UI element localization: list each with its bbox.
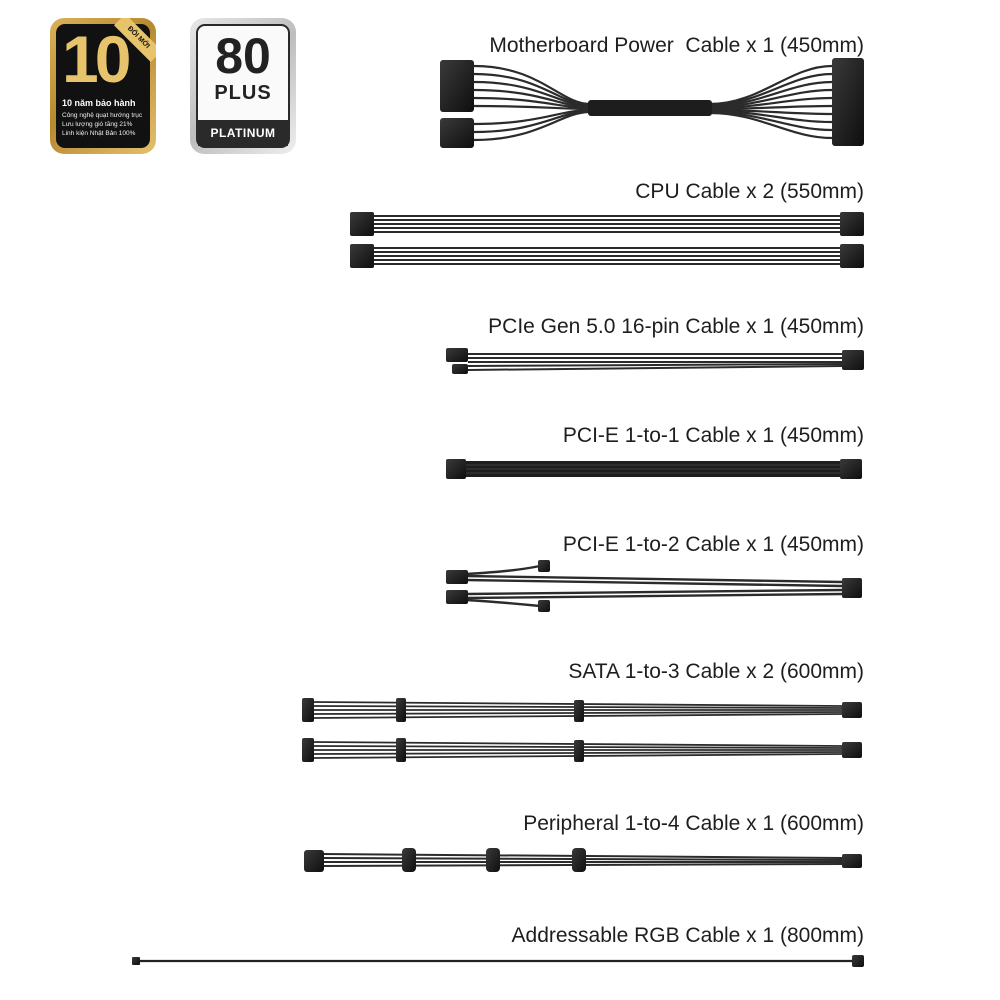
cable-label-motherboard: Motherboard Power Cable x 1 (450mm) bbox=[489, 34, 864, 57]
pcie-1to2-cable-image bbox=[446, 560, 862, 612]
warranty-line-3: Linh kiện Nhật Bản 100% bbox=[62, 130, 136, 137]
motherboard-cable-image bbox=[473, 64, 833, 142]
motherboard-connector-right bbox=[832, 58, 864, 146]
80-plus-platinum-badge: 80 PLUS PLATINUM bbox=[190, 18, 296, 154]
cable-label-argb: Addressable RGB Cable x 1 (800mm) bbox=[511, 924, 864, 947]
pcie-1to1-cable-image bbox=[446, 459, 862, 479]
motherboard-sleeve bbox=[588, 100, 712, 116]
warranty-subtitle: 10 năm bảo hành bbox=[62, 98, 136, 108]
efficiency-plus: PLUS bbox=[214, 82, 272, 104]
cable-label-pcie-gen5: PCIe Gen 5.0 16-pin Cable x 1 (450mm) bbox=[488, 315, 864, 338]
cpu-cable-image bbox=[350, 212, 864, 268]
warranty-badge: 10 ĐỔI MỚI 10 năm bảo hành Công nghệ quạ… bbox=[50, 18, 156, 154]
warranty-years: 10 bbox=[62, 22, 131, 96]
pcie-gen5-cable-image bbox=[446, 348, 864, 374]
cable-label-cpu: CPU Cable x 2 (550mm) bbox=[635, 180, 864, 203]
cable-label-pcie-1to2: PCI-E 1-to-2 Cable x 1 (450mm) bbox=[562, 533, 864, 556]
efficiency-tier: PLATINUM bbox=[198, 120, 288, 146]
efficiency-number: 80 bbox=[215, 28, 271, 84]
motherboard-connector-left-top bbox=[440, 60, 474, 112]
cable-label-sata: SATA 1-to-3 Cable x 2 (600mm) bbox=[568, 660, 864, 683]
cable-label-peripheral: Peripheral 1-to-4 Cable x 1 (600mm) bbox=[523, 812, 864, 835]
sata-cable-image bbox=[302, 698, 862, 762]
cable-label-pcie-1to1: PCI-E 1-to-1 Cable x 1 (450mm) bbox=[562, 424, 864, 447]
warranty-line-1: Công nghệ quạt hướng trục bbox=[62, 112, 143, 119]
motherboard-connector-left-bottom bbox=[440, 118, 474, 148]
peripheral-cable-image bbox=[304, 848, 862, 872]
warranty-line-2: Lưu lượng gió tăng 21% bbox=[62, 121, 133, 128]
argb-cable-image bbox=[132, 955, 864, 967]
